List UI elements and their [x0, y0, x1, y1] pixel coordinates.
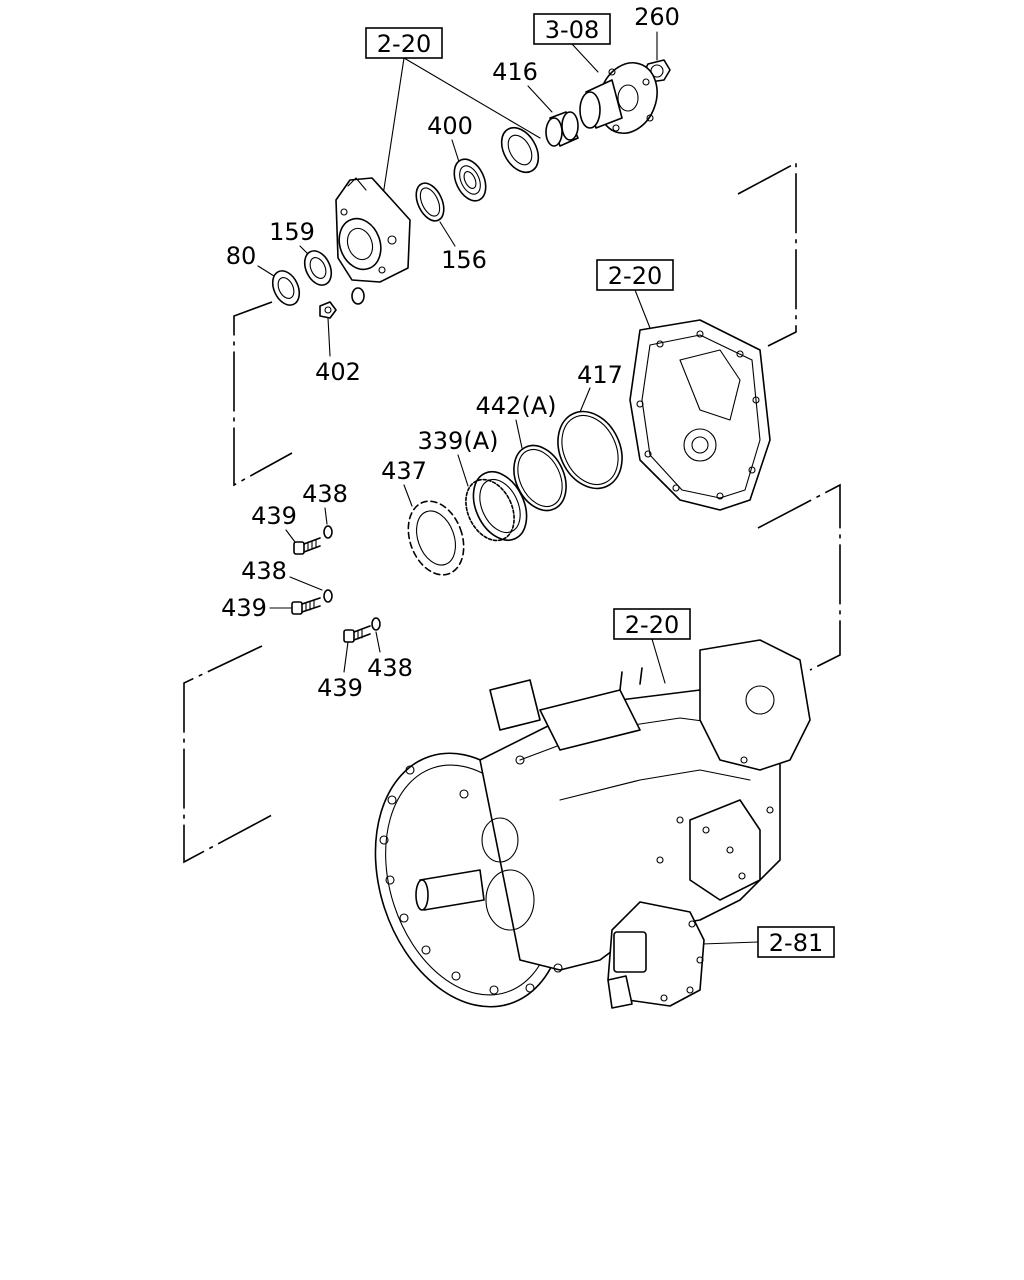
part-label-438-bottom[interactable]: 438 — [367, 654, 413, 682]
ref-box-2-20-bottom[interactable]: 2-20 — [613, 608, 691, 640]
part-label-339a[interactable]: 339(A) — [418, 427, 499, 455]
bolt-439-bottom[interactable] — [343, 625, 371, 643]
leader-line — [327, 317, 331, 357]
leader-line — [515, 419, 523, 449]
leader-line — [651, 638, 666, 684]
ring-442a[interactable] — [504, 437, 576, 519]
bolt-439-mid[interactable] — [291, 597, 321, 615]
leader-line — [379, 57, 405, 216]
part-label-80[interactable]: 80 — [226, 242, 257, 270]
ref-label-2-20-bottom: 2-20 — [625, 611, 679, 639]
leader-line — [634, 289, 651, 329]
leader-line — [403, 484, 413, 507]
washer-402[interactable] — [319, 287, 365, 319]
lock-nut-159[interactable] — [300, 247, 337, 290]
leader-line — [289, 576, 323, 591]
part-label-439-bottom[interactable]: 439 — [317, 674, 363, 702]
part-label-438-mid[interactable]: 438 — [241, 557, 287, 585]
part-label-439-top[interactable]: 439 — [251, 502, 297, 530]
ref-label-2-20-top: 2-20 — [377, 30, 431, 58]
ref-label-3-08: 3-08 — [545, 16, 599, 44]
transfer-case-housing[interactable] — [629, 319, 771, 511]
ref-box-2-20-top[interactable]: 2-20 — [365, 27, 443, 59]
transmission-assembly[interactable] — [344, 639, 811, 1031]
part-label-439-mid[interactable]: 439 — [221, 594, 267, 622]
companion-flange[interactable] — [579, 55, 667, 142]
part-label-159[interactable]: 159 — [269, 218, 315, 246]
part-label-402[interactable]: 402 — [315, 358, 361, 386]
leader-line — [257, 265, 275, 277]
ref-box-3-08[interactable]: 3-08 — [533, 13, 611, 45]
collar-416[interactable] — [545, 111, 579, 147]
leader-line — [439, 221, 456, 247]
part-label-400[interactable]: 400 — [427, 112, 473, 140]
leader-line — [324, 507, 328, 525]
leader-line — [701, 941, 759, 945]
rear-housing-cover[interactable] — [332, 177, 411, 283]
washer-438-mid[interactable] — [323, 589, 333, 603]
ring-417[interactable] — [546, 401, 634, 499]
washer-438-bottom[interactable] — [371, 617, 381, 631]
alignment-lines — [183, 161, 841, 864]
part-label-416[interactable]: 416 — [492, 58, 538, 86]
part-label-417[interactable]: 417 — [577, 361, 623, 389]
part-label-156[interactable]: 156 — [441, 246, 487, 274]
rotor-plate-437[interactable] — [399, 493, 474, 582]
leader-line — [579, 387, 591, 413]
sensor-ring-339a[interactable] — [457, 463, 537, 549]
part-label-438-top[interactable]: 438 — [302, 480, 348, 508]
bearing-400[interactable] — [448, 154, 492, 206]
ref-label-2-81: 2-81 — [769, 929, 823, 957]
leader-line — [403, 57, 541, 139]
snap-ring-156[interactable] — [411, 179, 450, 225]
part-label-442a[interactable]: 442(A) — [476, 392, 557, 420]
leader-line — [343, 641, 349, 673]
part-label-437[interactable]: 437 — [381, 457, 427, 485]
leader-line — [571, 43, 599, 73]
leader-line — [527, 85, 553, 113]
ref-box-2-81[interactable]: 2-81 — [757, 926, 835, 958]
leader-line — [457, 454, 469, 487]
part-label-260[interactable]: 260 — [634, 3, 680, 31]
ref-label-2-20-mid: 2-20 — [608, 262, 662, 290]
ref-box-2-20-mid[interactable]: 2-20 — [596, 259, 674, 291]
leader-line — [375, 631, 381, 653]
washer-438-top[interactable] — [323, 525, 333, 539]
oil-seal-80[interactable] — [268, 267, 305, 310]
bolt-439-top[interactable] — [293, 537, 321, 555]
seal-ring[interactable] — [494, 121, 546, 179]
